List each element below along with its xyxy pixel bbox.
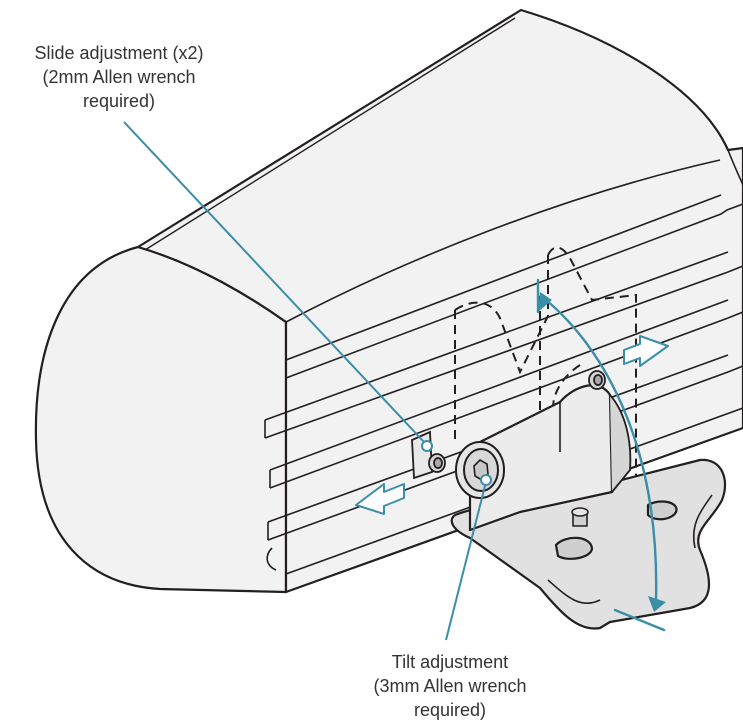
slide-adjustment-callout: Slide adjustment (x2) (2mm Allen wrench … bbox=[0, 41, 238, 113]
tilt-arc-arrowheads bbox=[538, 292, 666, 612]
slide-callout-line-2: (2mm Allen wrench bbox=[42, 67, 196, 87]
slide-screw-right bbox=[588, 370, 606, 390]
slide-screw-left bbox=[428, 453, 446, 473]
slide-callout-line-3: required) bbox=[82, 91, 156, 111]
tilt-leader-line bbox=[445, 481, 487, 641]
tilt-callout-line-2: (3mm Allen wrench bbox=[373, 676, 527, 696]
tilt-adjustment-callout: Tilt adjustment (3mm Allen wrench requir… bbox=[340, 650, 560, 722]
leader-dot-icon bbox=[421, 440, 433, 452]
slide-arrow-icon bbox=[623, 335, 669, 367]
tilt-pivot-knob bbox=[455, 441, 505, 499]
tilt-arc-arrow-icon bbox=[536, 278, 666, 632]
bracket-slot-lower bbox=[554, 536, 594, 560]
slide-leader-line bbox=[123, 121, 425, 443]
leader-dot-icon bbox=[480, 474, 492, 486]
slide-callout-line-1: Slide adjustment (x2) bbox=[34, 43, 204, 63]
soundbar-end-cap bbox=[34, 245, 288, 594]
tilt-callout-line-1: Tilt adjustment bbox=[391, 652, 509, 672]
tilt-callout-line-3: required) bbox=[413, 700, 487, 720]
soundbar-grooves bbox=[264, 194, 743, 575]
slide-arrow-icon bbox=[355, 483, 405, 515]
